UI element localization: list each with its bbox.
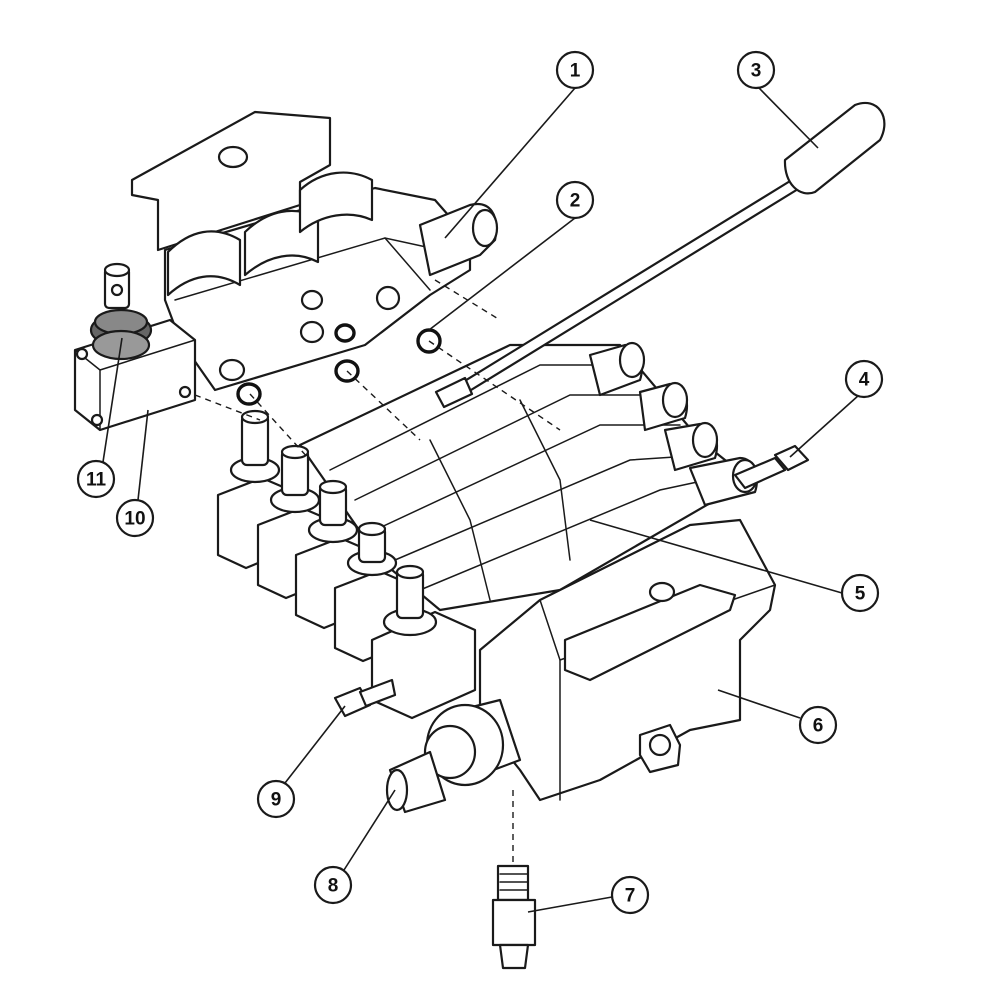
valve-stack	[216, 341, 810, 814]
callout-9: 9	[256, 779, 296, 819]
end-cover-assembly	[73, 110, 499, 432]
svg-text:6: 6	[813, 716, 824, 737]
callout-2: 2	[555, 180, 595, 220]
svg-text:7: 7	[625, 886, 636, 907]
callout-4: 4	[844, 359, 884, 399]
svg-text:11: 11	[86, 470, 107, 491]
callout-10: 10	[115, 498, 155, 538]
bottom-fitting	[491, 864, 537, 970]
callout-5: 5	[840, 573, 880, 613]
control-lever	[434, 102, 886, 409]
svg-text:5: 5	[855, 584, 866, 605]
callout-6: 6	[798, 705, 838, 745]
callout-3: 3	[736, 50, 776, 90]
callout-7: 7	[610, 875, 650, 915]
o-ring	[334, 323, 356, 343]
callout-11: 11	[76, 459, 116, 499]
o-ring	[236, 382, 262, 406]
svg-text:8: 8	[328, 876, 339, 897]
callout-1: 1	[555, 50, 595, 90]
o-ring	[334, 359, 360, 383]
svg-text:3: 3	[751, 61, 762, 82]
callout-8: 8	[313, 865, 353, 905]
svg-text:10: 10	[124, 509, 145, 530]
spool-end-bosses	[588, 341, 759, 507]
leader-lines	[102, 87, 860, 913]
svg-text:9: 9	[271, 790, 282, 811]
svg-text:4: 4	[859, 370, 870, 391]
svg-text:2: 2	[570, 191, 581, 212]
svg-text:1: 1	[570, 61, 581, 82]
